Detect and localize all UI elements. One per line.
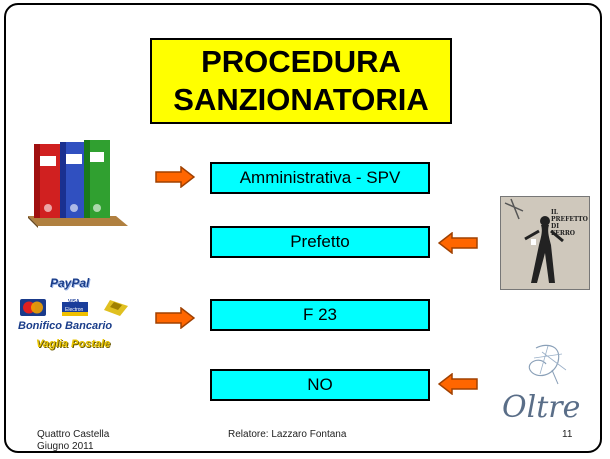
vaglia-postale-logo: Vaglia Postale [36, 338, 111, 350]
poster-text-line2: PREFETTO [551, 216, 588, 223]
step-label: F 23 [302, 305, 338, 324]
poster-text-line1: IL [551, 209, 559, 216]
footer-location-date: Quattro Castella Giugno 2011 [37, 429, 109, 453]
bonifico-bancario-logo: Bonifico Bancario [18, 320, 113, 332]
step-box-amministrativa: Amministrativa - SPV [210, 162, 430, 194]
binders-image [28, 140, 128, 228]
step-box-f23: F 23 [210, 299, 430, 331]
payment-logos-image: PayPal VISA Electron Bonifico Bancario V… [18, 276, 140, 360]
arrow-right-icon [155, 307, 195, 329]
footer-date: Giugno 2011 [37, 441, 94, 452]
footer-location: Quattro Castella [37, 429, 110, 440]
electron-label: Electron [65, 307, 84, 313]
slide-frame [4, 3, 602, 453]
footer-speaker: Relatore: Lazzaro Fontana [228, 429, 347, 440]
arrow-left-icon [438, 232, 478, 254]
poster-text-line3: DI [551, 223, 560, 230]
arrow-right-icon [155, 166, 195, 188]
paypal-logo: PayPal [50, 276, 90, 290]
visa-label: VISA [68, 299, 80, 305]
step-label: Amministrativa - SPV [239, 168, 401, 187]
step-box-prefetto: Prefetto [210, 226, 430, 258]
step-box-no: NO [210, 369, 430, 401]
poster-text-line4: FERRO [551, 230, 576, 237]
step-label: NO [307, 375, 333, 394]
step-label: Prefetto [290, 232, 350, 251]
oltre-text: Oltre [502, 390, 581, 425]
credit-card-icons [20, 298, 128, 316]
arrow-left-icon [438, 373, 478, 395]
title-line-1: PROCEDURA [201, 44, 401, 79]
movie-poster-image: IL PREFETTO DI FERRO [500, 196, 590, 290]
title-line-2: SANZIONATORIA [173, 82, 429, 117]
slide-title: PROCEDURA SANZIONATORIA [150, 38, 452, 124]
page-number: 11 [562, 429, 573, 440]
oltre-logo: Oltre [496, 340, 592, 432]
